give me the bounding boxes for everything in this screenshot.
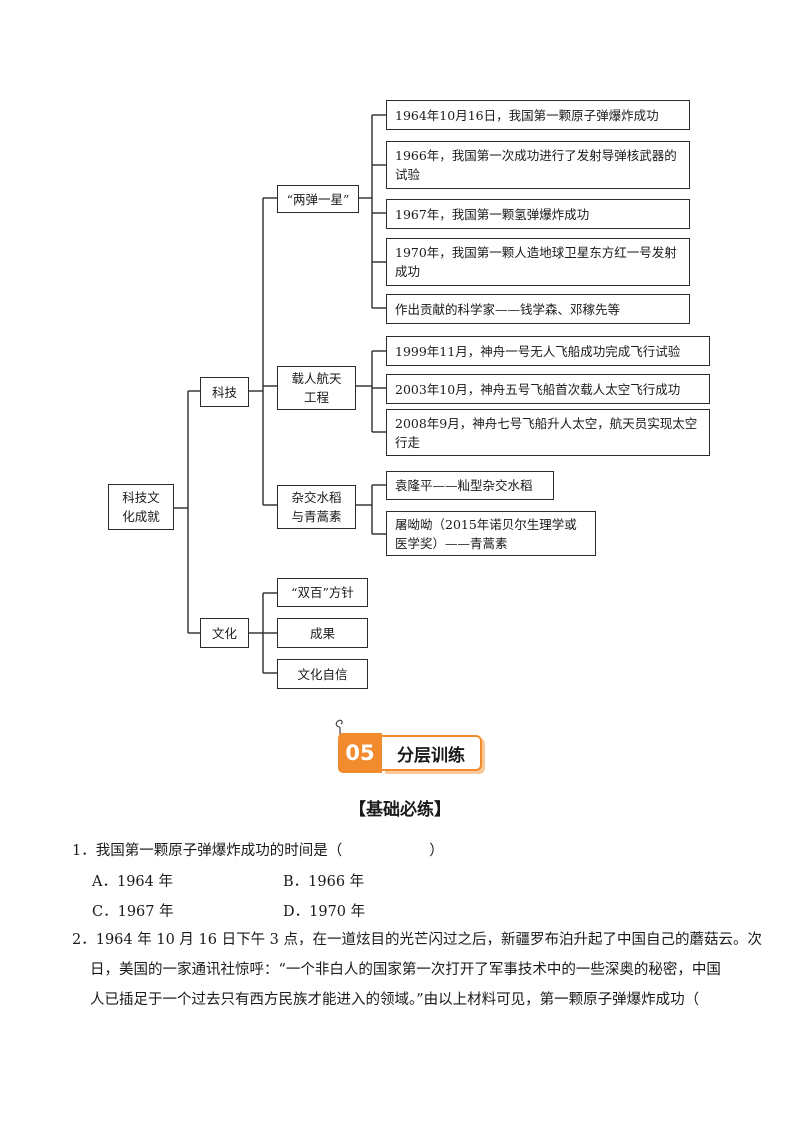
page-subheading: 【基础必练】 <box>349 800 451 820</box>
section-title: 分层训练 <box>382 735 482 771</box>
list-item: 2003年10月，神舟五号飞船首次载人太空飞行成功 <box>386 374 710 404</box>
list-item: 1970年，我国第一颗人造地球卫星东方红一号发射成功 <box>386 238 690 286</box>
list-item: 1966年，我国第一次成功进行了发射导弹核武器的试验 <box>386 141 690 189</box>
list-item: 袁隆平——籼型杂交水稻 <box>386 471 554 500</box>
question-2-stem: 2．1964 年 10 月 16 日下午 3 点，在一道炫目的光芒闪过之后，新疆… <box>72 932 763 1008</box>
group-manned-spaceflight: 载人航天工程 <box>277 366 356 410</box>
list-item: 屠呦呦（2015年诺贝尔生理学或医学奖）——青蒿素 <box>386 511 596 556</box>
branch-culture: 文化 <box>200 618 249 648</box>
section-number: 05 <box>338 733 382 773</box>
question-1-option-d[interactable]: D．1970 年 <box>283 904 366 920</box>
list-item: “双百”方针 <box>277 578 368 607</box>
list-item: 1967年，我国第一颗氢弹爆炸成功 <box>386 199 690 229</box>
list-item: 文化自信 <box>277 659 368 689</box>
question-1-stem: 1．我国第一颗原子弹爆炸成功的时间是（ ） <box>72 843 444 859</box>
branch-tech: 科技 <box>200 377 249 407</box>
group-rice-artemisinin: 杂交水稻与青蒿素 <box>277 485 356 529</box>
mindmap-connectors <box>174 114 386 674</box>
group-two-bombs-one-satellite: “两弹一星” <box>277 185 359 213</box>
list-item: 成果 <box>277 618 368 648</box>
section-badge: 05 分层训练 <box>338 733 484 773</box>
question-1-option-c[interactable]: C．1967 年 <box>92 904 174 920</box>
list-item: 作出贡献的科学家——钱学森、邓稼先等 <box>386 294 690 324</box>
question-1-option-b[interactable]: B．1966 年 <box>283 874 365 890</box>
question-1-option-a[interactable]: A．1964 年 <box>92 874 173 890</box>
list-item: 2008年9月，神舟七号飞船升人太空，航天员实现太空行走 <box>386 409 710 456</box>
list-item: 1999年11月，神舟一号无人飞船成功完成飞行试验 <box>386 336 710 366</box>
mindmap-root: 科技文化成就 <box>108 484 174 530</box>
list-item: 1964年10月16日，我国第一颗原子弹爆炸成功 <box>386 100 690 130</box>
